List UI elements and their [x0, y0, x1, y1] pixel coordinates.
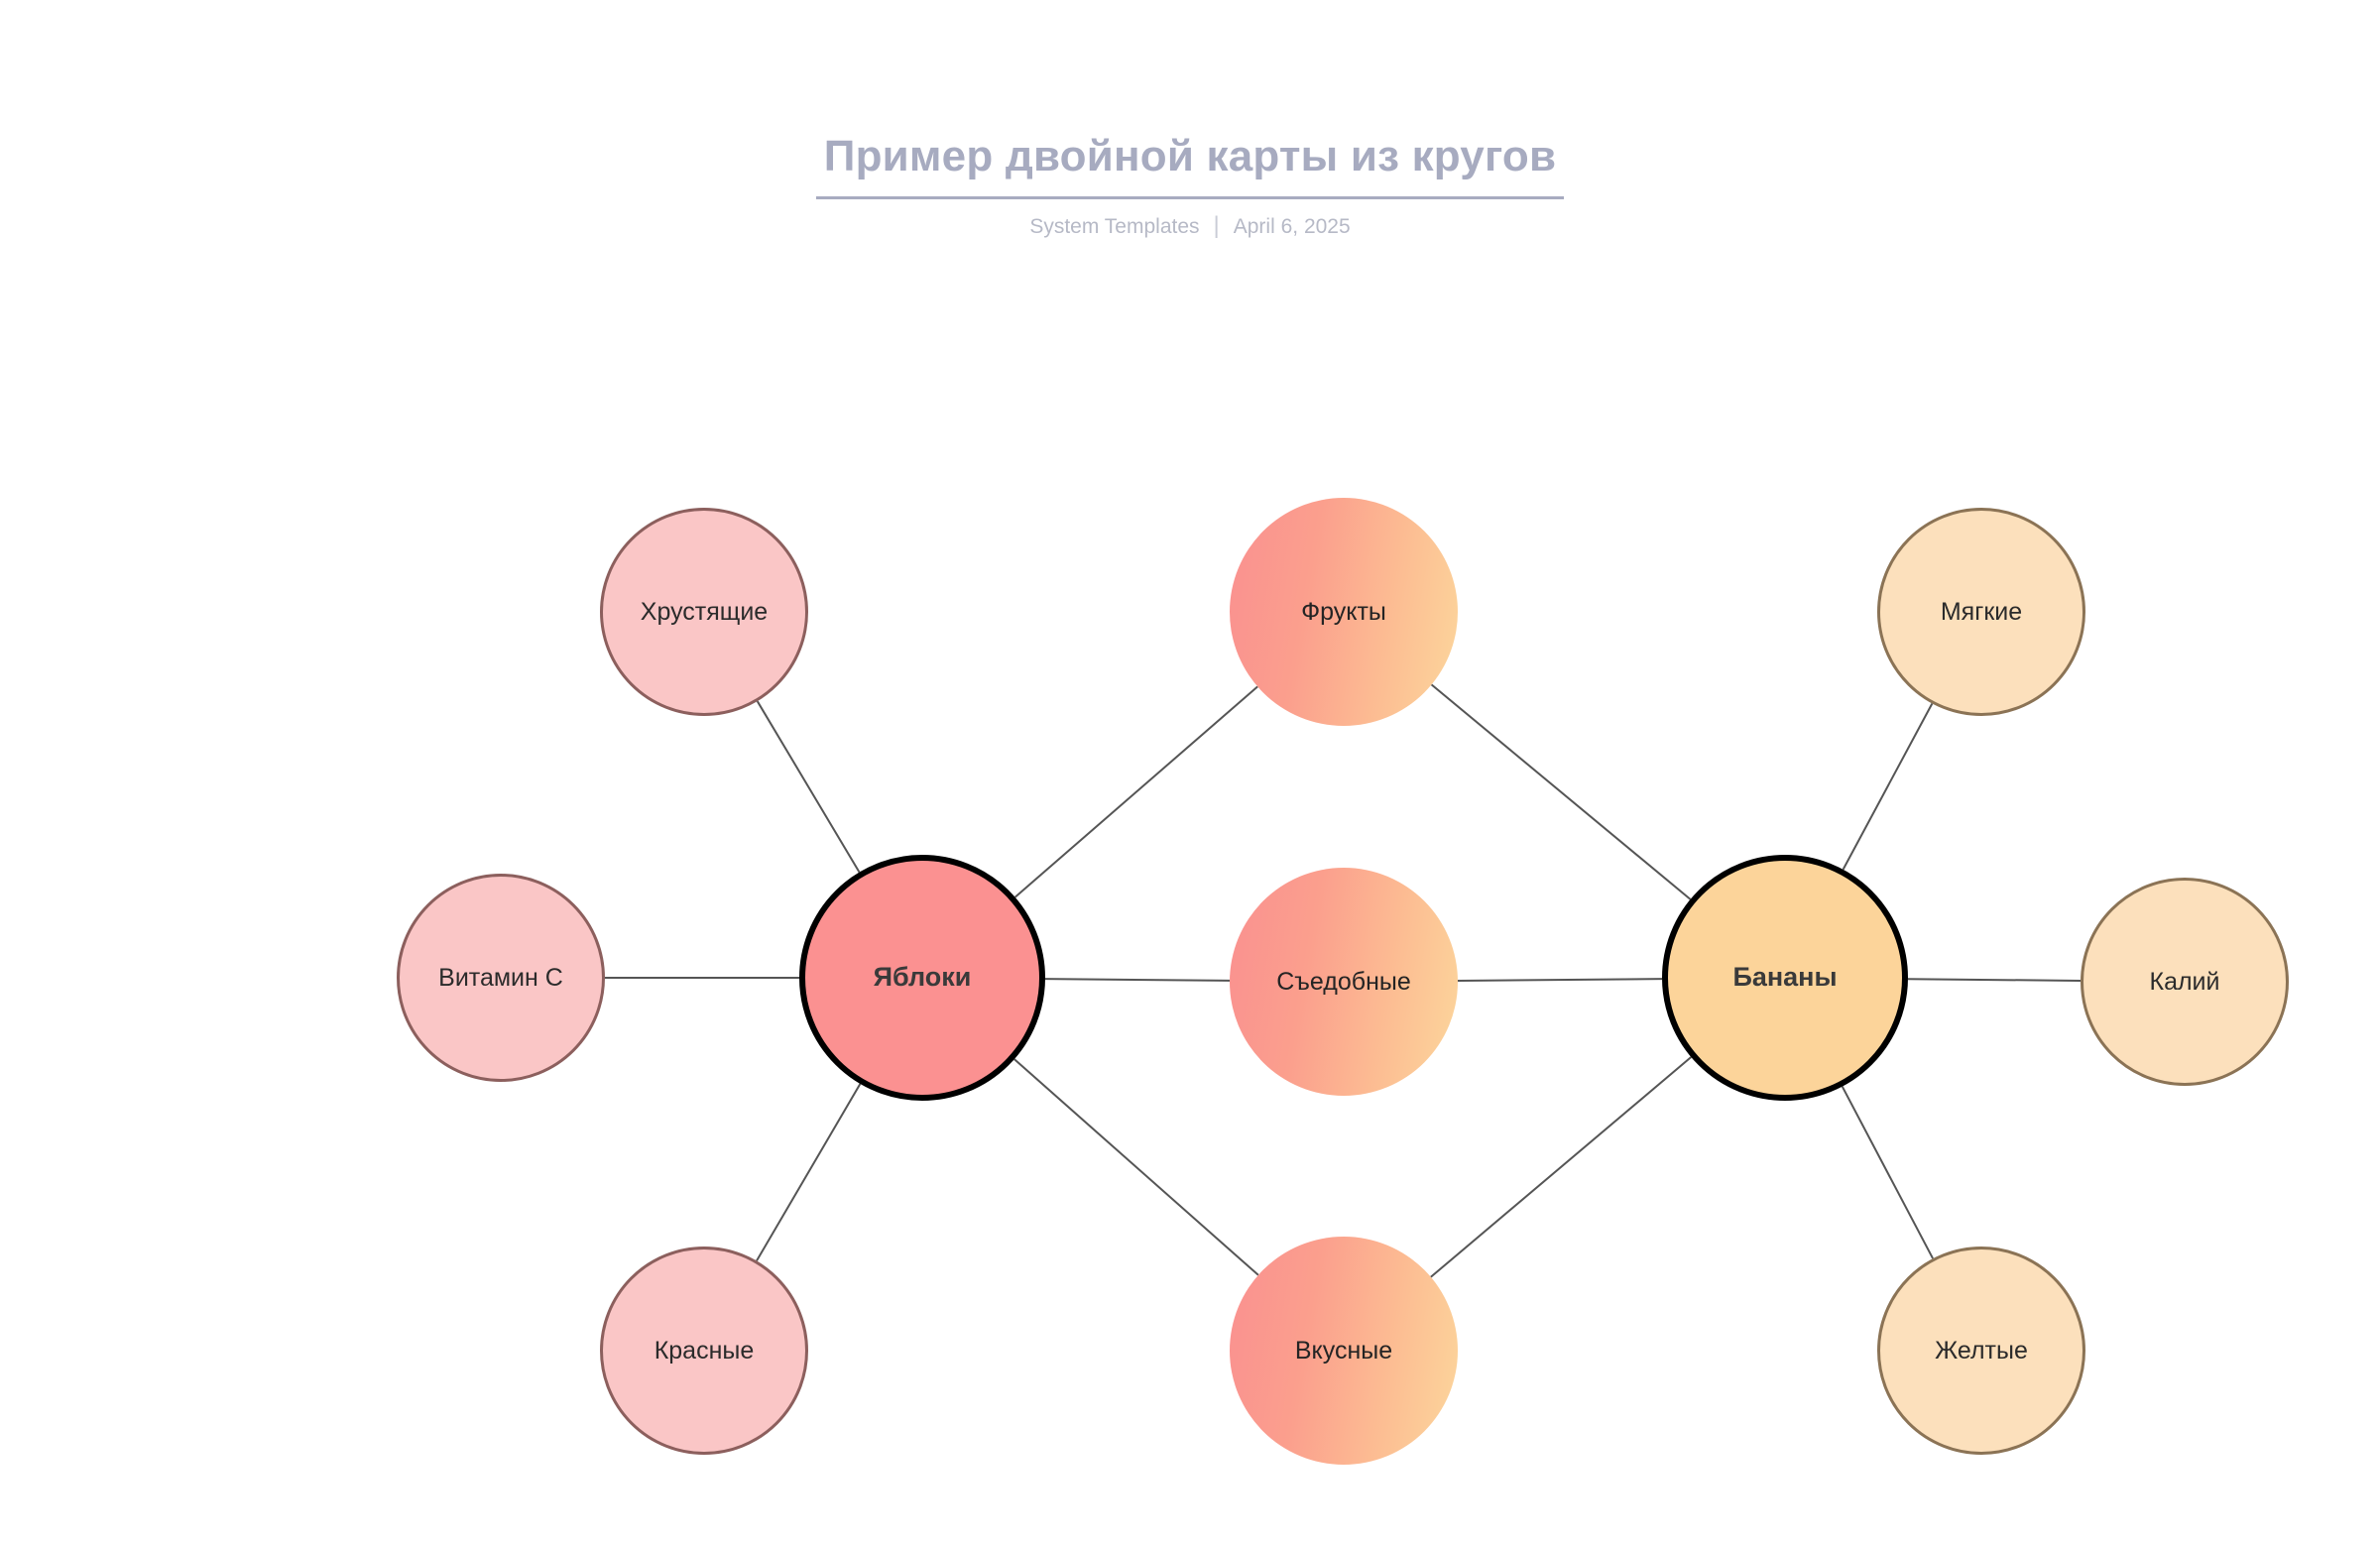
bubble-label-crunchy: Хрустящие — [640, 597, 769, 626]
edge-apples-to-red — [756, 1083, 862, 1261]
bubble-node-crunchy[interactable]: Хрустящие — [600, 508, 808, 716]
meta-separator: | — [1213, 212, 1220, 240]
bubble-node-potassium[interactable]: Калий — [2081, 878, 2289, 1086]
bubble-node-red[interactable]: Красные — [600, 1247, 808, 1455]
bubble-node-tasty[interactable]: Вкусные — [1230, 1237, 1458, 1465]
bubble-node-yellow[interactable]: Желтые — [1877, 1247, 2085, 1455]
bubble-label-vitamin-c: Витамин C — [438, 963, 563, 992]
date-label: April 6, 2025 — [1233, 215, 1351, 239]
bubble-node-soft[interactable]: Мягкие — [1877, 508, 2085, 716]
document-meta: System Templates | April 6, 2025 — [0, 212, 2380, 240]
edge-bananas-to-edible — [1457, 978, 1663, 982]
bubble-node-fruits[interactable]: Фрукты — [1230, 498, 1458, 726]
edge-bananas-to-potassium — [1907, 978, 2082, 982]
bubble-label-potassium: Калий — [2149, 967, 2220, 996]
bubble-label-fruits: Фрукты — [1301, 597, 1386, 626]
edge-apples-to-tasty — [1013, 1058, 1259, 1276]
page-title: Пример двойной карты из кругов — [815, 132, 1565, 200]
edge-bananas-to-fruits — [1430, 683, 1692, 900]
bubble-label-edible: Съедобные — [1276, 967, 1411, 996]
edge-bananas-to-yellow — [1841, 1086, 1934, 1259]
bubble-label-bananas: Бананы — [1732, 962, 1838, 993]
author-label: System Templates — [1029, 215, 1200, 239]
bubble-node-edible[interactable]: Съедобные — [1230, 868, 1458, 1096]
edge-apples-to-edible — [1044, 978, 1231, 982]
bubble-label-red: Красные — [654, 1336, 755, 1365]
bubble-label-soft: Мягкие — [1940, 597, 2023, 626]
bubble-node-vitamin-c[interactable]: Витамин C — [397, 874, 605, 1082]
bubble-label-yellow: Желтые — [1935, 1336, 2028, 1365]
bubble-node-bananas[interactable]: Бананы — [1662, 855, 1908, 1101]
edge-apples-to-crunchy — [756, 700, 861, 874]
bubble-label-tasty: Вкусные — [1294, 1336, 1393, 1365]
edge-apples-to-fruits — [1013, 685, 1258, 898]
bubble-label-apples: Яблоки — [873, 962, 972, 993]
edge-bananas-to-tasty — [1430, 1056, 1692, 1278]
edge-bananas-to-soft — [1842, 703, 1934, 871]
bubble-node-apples[interactable]: Яблоки — [799, 855, 1045, 1101]
document-header: Пример двойной карты из кругов System Te… — [0, 0, 2380, 239]
